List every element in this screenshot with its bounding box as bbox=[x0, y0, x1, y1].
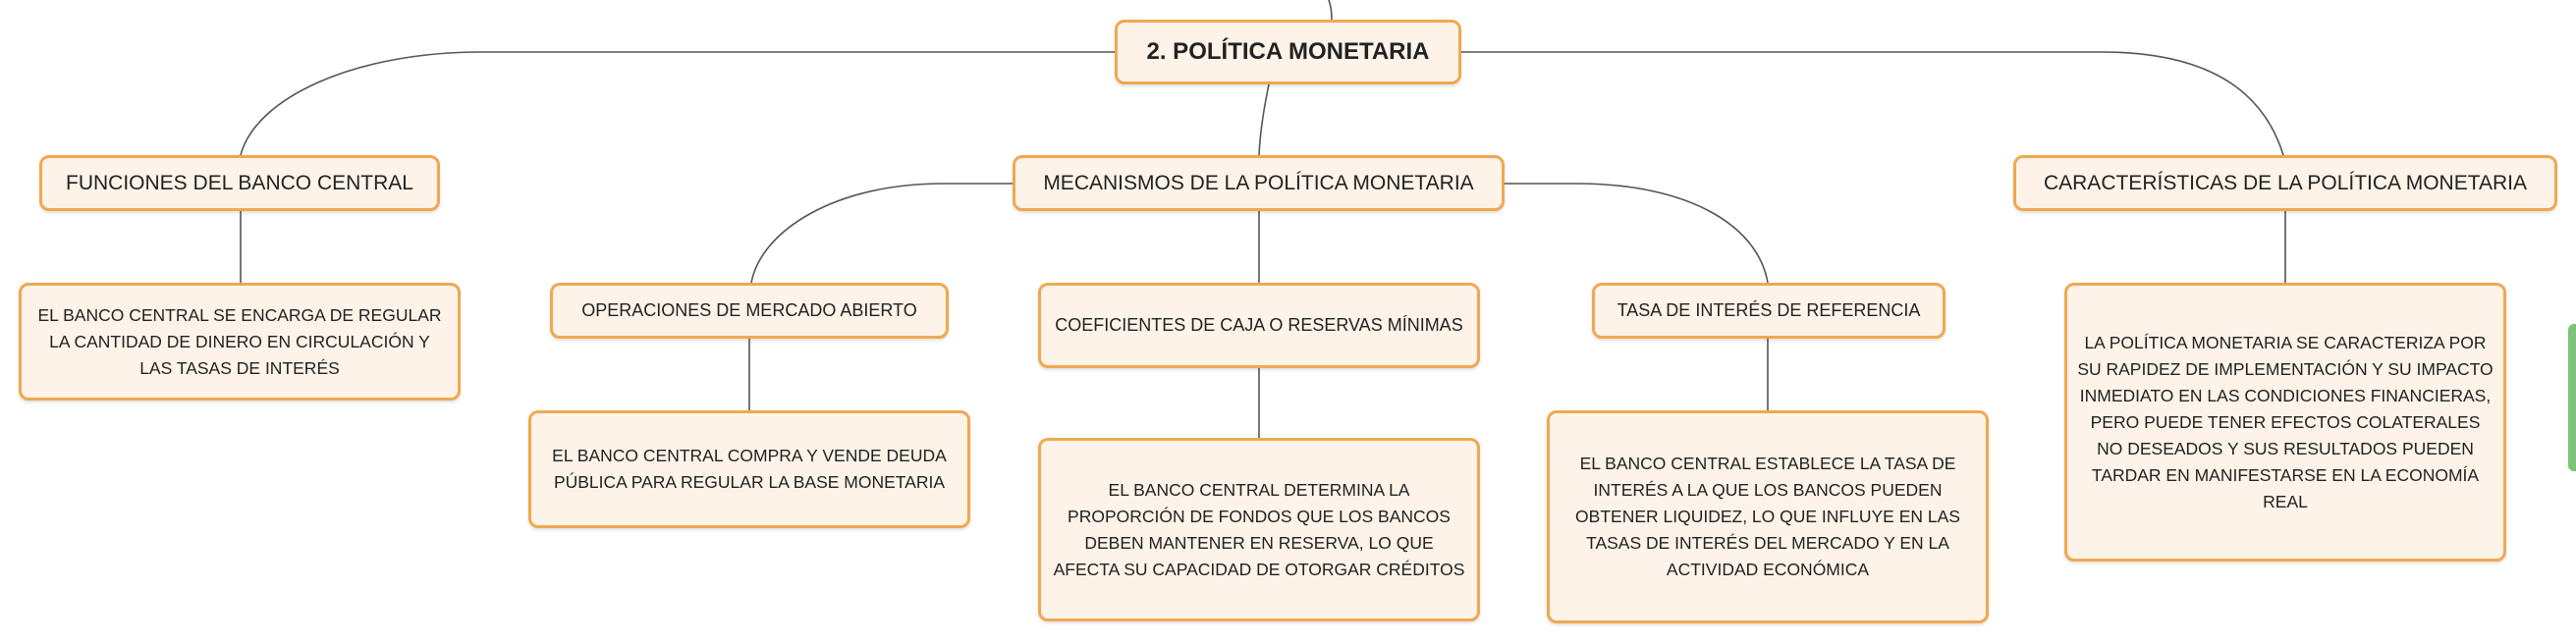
node-operaciones-title: OPERACIONES DE MERCADO ABIERTO bbox=[581, 300, 917, 320]
node-caracteristicas-description[interactable]: LA POLÍTICA MONETARIA SE CARACTERIZA POR… bbox=[2064, 283, 2506, 562]
node-coeficientes-description[interactable]: EL BANCO CENTRAL DETERMINA LA PROPORCIÓN… bbox=[1038, 438, 1480, 621]
node-coeficientes-caja[interactable]: COEFICIENTES DE CAJA O RESERVAS MÍNIMAS bbox=[1038, 283, 1480, 368]
connector-root-mecanismos bbox=[1258, 83, 1270, 156]
caracteristicas-description-text: LA POLÍTICA MONETARIA SE CARACTERIZA POR… bbox=[2077, 332, 2494, 511]
node-operaciones-mercado-abierto[interactable]: OPERACIONES DE MERCADO ABIERTO bbox=[550, 283, 949, 339]
node-caracteristicas-title: CARACTERÍSTICAS DE LA POLÍTICA MONETARIA bbox=[2043, 171, 2528, 194]
node-coeficientes-title: COEFICIENTES DE CAJA O RESERVAS MÍNIMAS bbox=[1055, 315, 1463, 335]
tasa-description-text: EL BANCO CENTRAL ESTABLECE LA TASA DE IN… bbox=[1575, 454, 1960, 579]
connector-root-funciones bbox=[240, 51, 1115, 156]
connector-root-caracteristicas bbox=[1461, 51, 2284, 156]
root-node[interactable]: 2. POLÍTICA MONETARIA bbox=[1115, 20, 1461, 84]
funciones-description-text: EL BANCO CENTRAL SE ENCARGA DE REGULAR L… bbox=[37, 304, 442, 378]
node-funciones-banco-central[interactable]: FUNCIONES DEL BANCO CENTRAL bbox=[39, 155, 440, 211]
node-mecanismos[interactable]: MECANISMOS DE LA POLÍTICA MONETARIA bbox=[1013, 155, 1505, 211]
node-funciones-title: FUNCIONES DEL BANCO CENTRAL bbox=[66, 171, 413, 194]
node-operaciones-description[interactable]: EL BANCO CENTRAL COMPRA Y VENDE DEUDA PÚ… bbox=[528, 410, 970, 528]
node-mecanismos-title: MECANISMOS DE LA POLÍTICA MONETARIA bbox=[1043, 171, 1474, 194]
node-tasa-interes-referencia[interactable]: TASA DE INTERÉS DE REFERENCIA bbox=[1592, 283, 1946, 339]
operaciones-description-text: EL BANCO CENTRAL COMPRA Y VENDE DEUDA PÚ… bbox=[552, 446, 947, 492]
connector-root-parent bbox=[1328, 0, 1333, 21]
connector-mecanismos-tasa bbox=[1505, 183, 1769, 284]
node-tasa-title: TASA DE INTERÉS DE REFERENCIA bbox=[1617, 300, 1921, 320]
root-title: 2. POLÍTICA MONETARIA bbox=[1146, 38, 1430, 65]
coeficientes-description-text: EL BANCO CENTRAL DETERMINA LA PROPORCIÓN… bbox=[1053, 479, 1465, 579]
adjacent-node-edge bbox=[2568, 324, 2576, 471]
node-funciones-description[interactable]: EL BANCO CENTRAL SE ENCARGA DE REGULAR L… bbox=[19, 283, 461, 401]
node-caracteristicas[interactable]: CARACTERÍSTICAS DE LA POLÍTICA MONETARIA bbox=[2013, 155, 2557, 211]
connector-mecanismos-operaciones bbox=[750, 183, 1013, 284]
node-tasa-description[interactable]: EL BANCO CENTRAL ESTABLECE LA TASA DE IN… bbox=[1547, 410, 1989, 623]
